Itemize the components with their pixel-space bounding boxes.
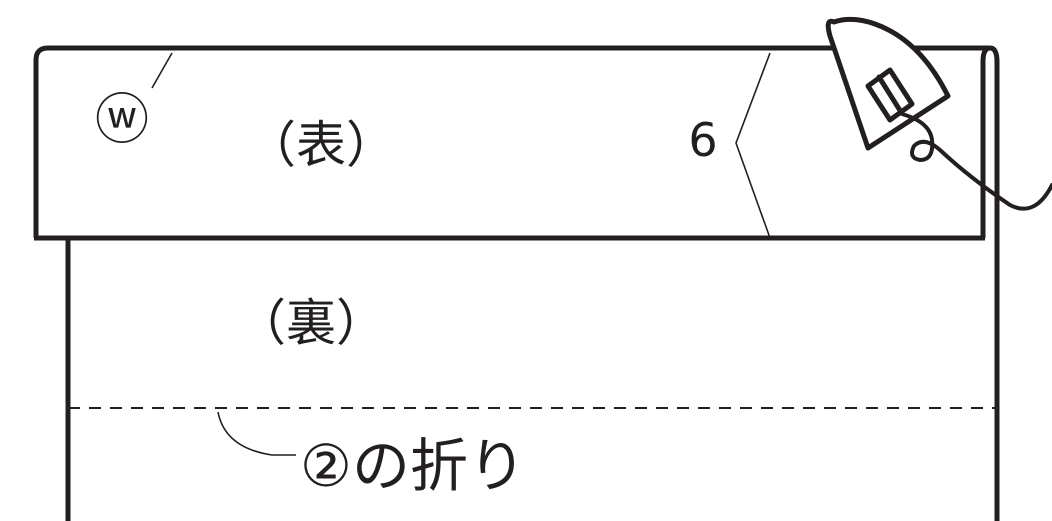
fold-mark-label: ⓦ	[95, 88, 149, 151]
iron-body	[825, 16, 951, 151]
front-side-label: （表）	[246, 116, 396, 174]
iron-handle	[865, 67, 915, 123]
measurement-bracket	[735, 52, 771, 239]
iron-handle-grip	[876, 74, 904, 115]
fold-line-leader	[217, 411, 296, 456]
fabric-right-edge	[980, 45, 1000, 521]
iron-cord	[900, 112, 1052, 211]
folded-band	[33, 45, 990, 238]
fold-line-caption: ②の折り	[300, 432, 526, 500]
measurement-label: 6	[688, 113, 717, 167]
fold-mark-leader	[151, 52, 173, 89]
iron-icon	[825, 16, 1052, 211]
back-side-label: （裏）	[236, 294, 386, 352]
